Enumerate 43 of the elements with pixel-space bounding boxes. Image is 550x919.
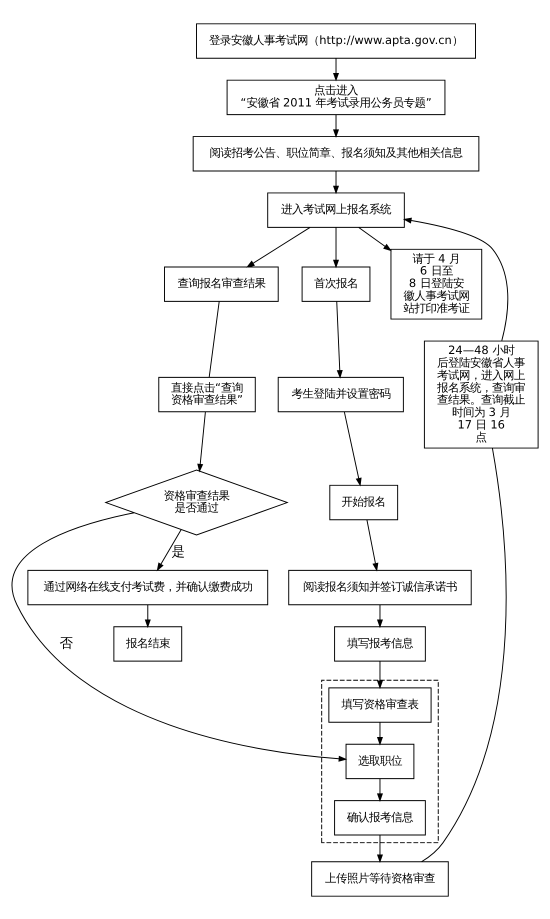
- node-box: 点击进入 “安徽省 2011 年考试录用公务员专题”: [226, 79, 446, 115]
- connector: [208, 300, 220, 378]
- arrow: [197, 411, 206, 472]
- node-box: 通过网络在线支付考试费，并确认缴费成功: [27, 569, 268, 605]
- edge-label: 是: [171, 544, 184, 560]
- node-box: 填写报考信息: [334, 626, 426, 662]
- node-box: 查询报名审查结果: [164, 266, 279, 302]
- node-box: 首次报名: [302, 266, 370, 302]
- node-box: 考生登陆并设置密码: [278, 376, 404, 412]
- arrow: [333, 170, 340, 194]
- arrow: [376, 660, 383, 689]
- arrow: [376, 721, 383, 746]
- node-box: 24—48 小时后登陆安徽省人事考试网，进入网上报名系统，查询审查结果。查询截止时间为 3 月 17 日 16 点: [424, 340, 539, 448]
- node-box: 开始报名: [329, 484, 398, 520]
- node-box: 直接点击“查询资格审查结果”: [158, 376, 256, 412]
- connector: [421, 447, 507, 862]
- arrow: [156, 528, 182, 571]
- arrow: [358, 226, 392, 251]
- node-diamond: 资格审查结果是否通过: [104, 469, 289, 536]
- node-box: 填写资格审查表: [328, 686, 432, 722]
- arrow: [376, 604, 383, 628]
- node-box: 阅读报名须知并签订诚信承诺书: [288, 569, 472, 605]
- arrow: [12, 512, 348, 762]
- arrow: [376, 778, 383, 802]
- node-box: 阅读招考公告、职位简章、报名须知及其他相关信息: [192, 136, 480, 171]
- node-box: 上传照片等待资格审查: [311, 860, 449, 896]
- arrow: [333, 114, 340, 138]
- arrow: [366, 518, 378, 572]
- node-box: 进入考试网上报名系统: [267, 192, 405, 228]
- arrow: [246, 226, 310, 268]
- edge-label: 否: [60, 636, 73, 651]
- node-box: 确认报考信息: [334, 800, 426, 835]
- node-box: 请于 4 月 6 日至 8 日登陆安徽人事考试网站打印准考证: [390, 248, 482, 320]
- arrow: [144, 604, 151, 628]
- node-box: 登录安徽人事考试网（http://www.apta.gov.cn）: [196, 22, 476, 58]
- node-box: 报名结束: [113, 626, 182, 662]
- arrow: [344, 411, 362, 486]
- arrow: [376, 834, 383, 863]
- arrow: [333, 226, 340, 268]
- arrow: [336, 300, 343, 378]
- arrow: [402, 217, 508, 341]
- arrow: [333, 57, 340, 82]
- node-box: 选取职位: [346, 743, 414, 779]
